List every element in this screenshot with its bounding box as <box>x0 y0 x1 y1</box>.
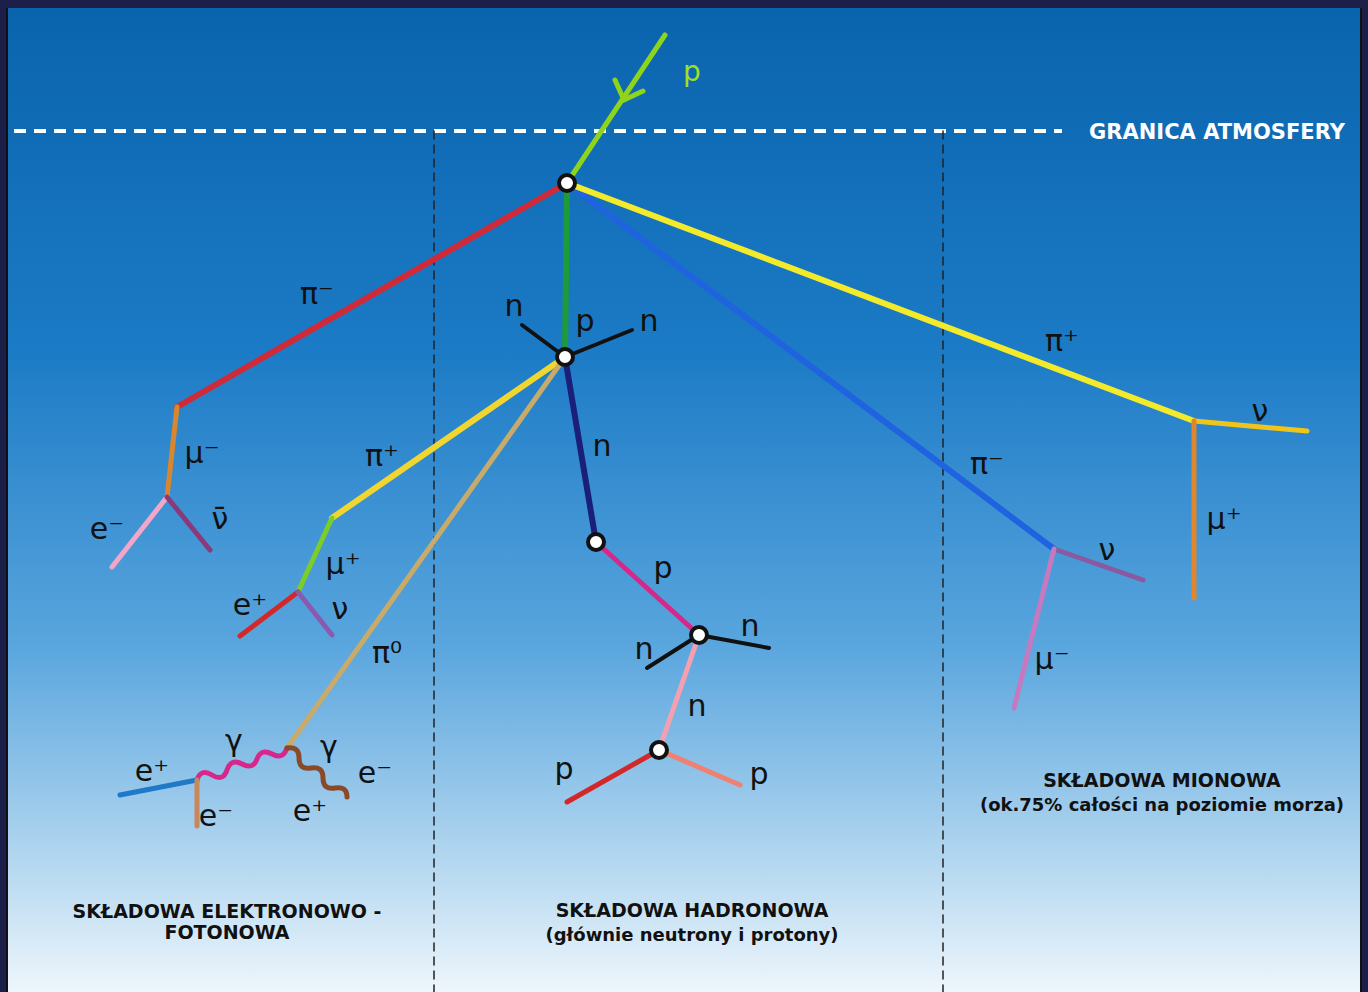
particle-label: ν̄ <box>212 502 229 535</box>
component-heading: SKŁADOWA ELEKTRONOWO - FOTONOWA <box>47 901 407 943</box>
component-heading: SKŁADOWA MIONOWA <box>1043 770 1281 791</box>
particle-label: ν <box>1099 533 1116 566</box>
boundary-label: GRANICA ATMOSFERY <box>1089 121 1345 144</box>
particle-label: n <box>504 289 523 322</box>
particle-label: e⁻ <box>90 512 124 545</box>
shower-illustration <box>6 8 1362 992</box>
particle-label: μ⁺ <box>326 547 361 580</box>
particle-label: μ⁻ <box>1035 642 1070 675</box>
particle-label: n <box>687 689 706 722</box>
particle-label: p <box>749 757 768 790</box>
particle-label: e⁺ <box>135 754 169 787</box>
particle-label: n <box>592 429 611 462</box>
particle-label: ν <box>332 592 349 625</box>
particle-label: π⁻ <box>970 447 1004 480</box>
component-note: (głównie neutrony i protony) <box>545 925 838 945</box>
particle-label: π⁻ <box>300 277 334 310</box>
particle-label: π⁰ <box>372 636 402 669</box>
particle-label: p <box>653 551 672 584</box>
sky-background: pGRANICA ATMOSFERYπ⁻npnπ⁺nμ⁻π⁺π⁻νμ⁺e⁻ν̄μ… <box>6 8 1362 992</box>
particle-label: p <box>683 57 701 88</box>
particle-label: γ <box>320 730 338 763</box>
particle-label: n <box>634 632 653 665</box>
particle-label: γ <box>225 724 243 757</box>
particle-label: μ⁺ <box>1207 502 1242 535</box>
particle-label: μ⁻ <box>185 436 220 469</box>
particle-label: e⁻ <box>358 756 392 789</box>
component-note: (ok.75% całości na poziomie morza) <box>980 795 1344 815</box>
particle-label: e⁻ <box>199 799 233 832</box>
component-heading: SKŁADOWA HADRONOWA <box>556 900 829 921</box>
particle-label: π⁺ <box>1045 324 1079 357</box>
particle-label: n <box>639 304 658 337</box>
particle-label: ν <box>1252 394 1269 427</box>
particle-label: e⁺ <box>293 794 327 827</box>
particle-label: p <box>575 304 594 337</box>
particle-label: n <box>740 609 759 642</box>
particle-label: p <box>554 752 573 785</box>
particle-label: e⁺ <box>233 588 267 621</box>
particle-label: π⁺ <box>365 439 399 472</box>
